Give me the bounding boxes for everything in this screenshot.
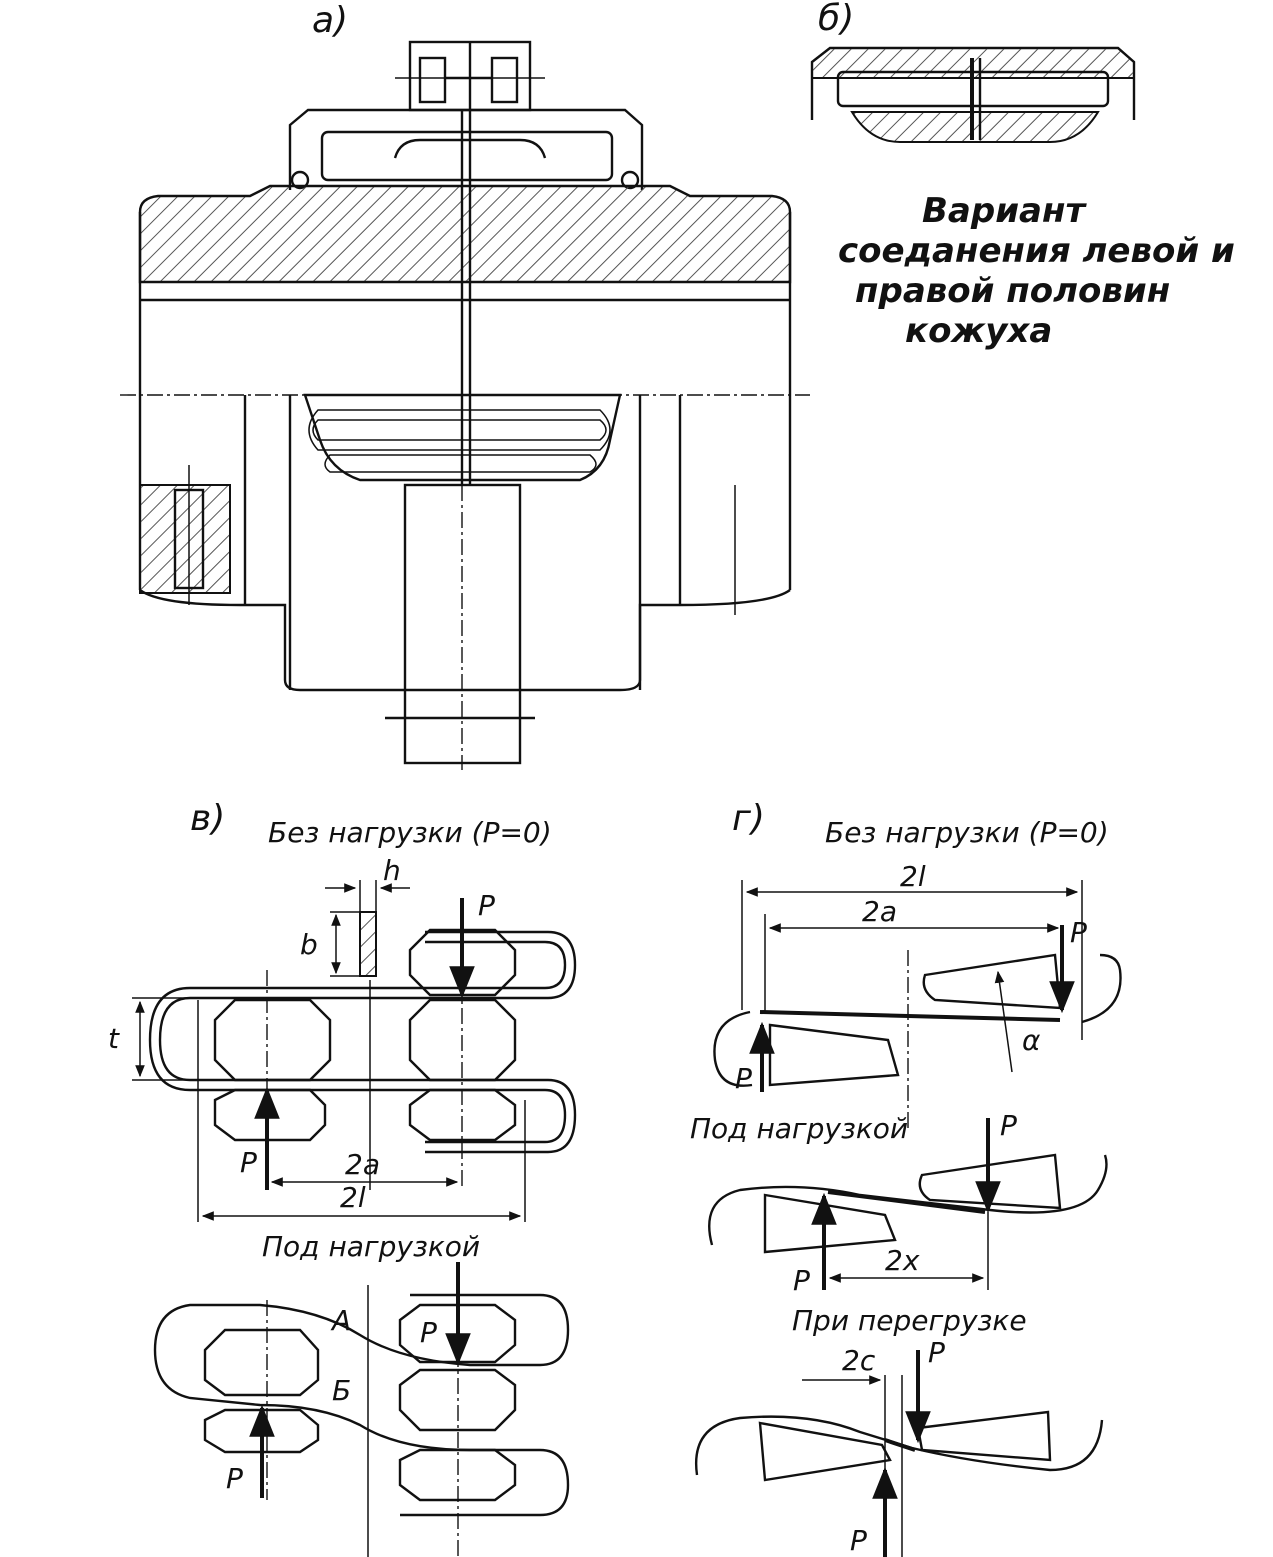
dim-g-2x: 2x (885, 1244, 920, 1277)
panel-v-no-load-heading: Без нагрузки (P=0) (268, 816, 552, 849)
panel-g-overload-heading: При перегрузке (792, 1304, 1027, 1337)
panel-b-label: б) (818, 0, 854, 39)
dim-g-2c: 2c (842, 1344, 876, 1377)
note-line-4: кожуха (905, 311, 1052, 351)
angle-alpha: α (1022, 1024, 1041, 1057)
dim-g-2a: 2a (862, 895, 897, 928)
force-g-over-top: P (928, 1336, 945, 1369)
panel-g-label: г) (732, 798, 765, 839)
dim-2l: 2l (340, 1181, 366, 1214)
force-p-load-top: P (420, 1316, 437, 1349)
panel-g-no-load-heading: Без нагрузки (P=0) (825, 816, 1109, 849)
spring-under-load: P P A Б (153, 1262, 570, 1557)
force-g-load-bottom: P (793, 1264, 810, 1297)
dim-b: b (300, 928, 318, 961)
hub-upper (120, 184, 810, 590)
note-line-2: соеданения левой и (838, 231, 1235, 271)
leaf-no-load: 2l 2a P P α (713, 860, 1122, 1130)
leaf-under-load: P P 2x (708, 1109, 1108, 1297)
cover-variant-section (810, 46, 1136, 143)
force-g-load-top: P (1000, 1109, 1017, 1142)
panel-g-under-load-heading: Под нагрузкой (690, 1112, 908, 1145)
panel-v-under-load-heading: Под нагрузкой (262, 1230, 480, 1263)
spring-pack-section (303, 393, 622, 482)
force-p-bottom: P (240, 1146, 257, 1179)
casing-cover (288, 108, 644, 190)
bolt-assembly (395, 40, 545, 112)
leaf-overload: 2c P P (694, 1336, 1104, 1557)
dim-t: t (108, 1022, 120, 1055)
hub-lower (139, 395, 791, 692)
shaft-lower (385, 483, 535, 770)
panel-g-single-spring: г) Без нагрузки (P=0) 2l 2a P P α Под на… (690, 798, 1122, 1557)
dim-2a: 2a (345, 1148, 380, 1181)
dim-g-2l: 2l (900, 860, 926, 893)
panel-a-coupling-section: а) (120, 0, 810, 770)
dim-h: h (383, 854, 401, 887)
spring-section-detail: h b (300, 854, 410, 977)
variant-note: Вариант соеданения левой и правой полови… (838, 191, 1235, 351)
spring-no-load: P P t 2a 2l (108, 889, 577, 1222)
note-line-1: Вариант (922, 191, 1087, 231)
panel-v-spring-scheme: в) Без нагрузки (P=0) h b P (108, 798, 577, 1557)
panel-v-label: в) (190, 798, 225, 839)
force-g-p-bottom: P (735, 1062, 752, 1095)
force-g-over-bottom: P (850, 1524, 867, 1557)
point-a: A (330, 1304, 351, 1337)
force-g-p-top: P (1070, 916, 1087, 949)
gap-and-center-plate (460, 110, 472, 485)
panel-b-cover-variant: б) Вариант соеданения левой и правой пол… (810, 0, 1235, 351)
force-p-load-bottom: P (226, 1462, 243, 1495)
note-line-3: правой половин (855, 271, 1170, 311)
force-p-top: P (478, 889, 495, 922)
point-b: Б (332, 1374, 351, 1407)
panel-a-label: а) (312, 0, 348, 41)
